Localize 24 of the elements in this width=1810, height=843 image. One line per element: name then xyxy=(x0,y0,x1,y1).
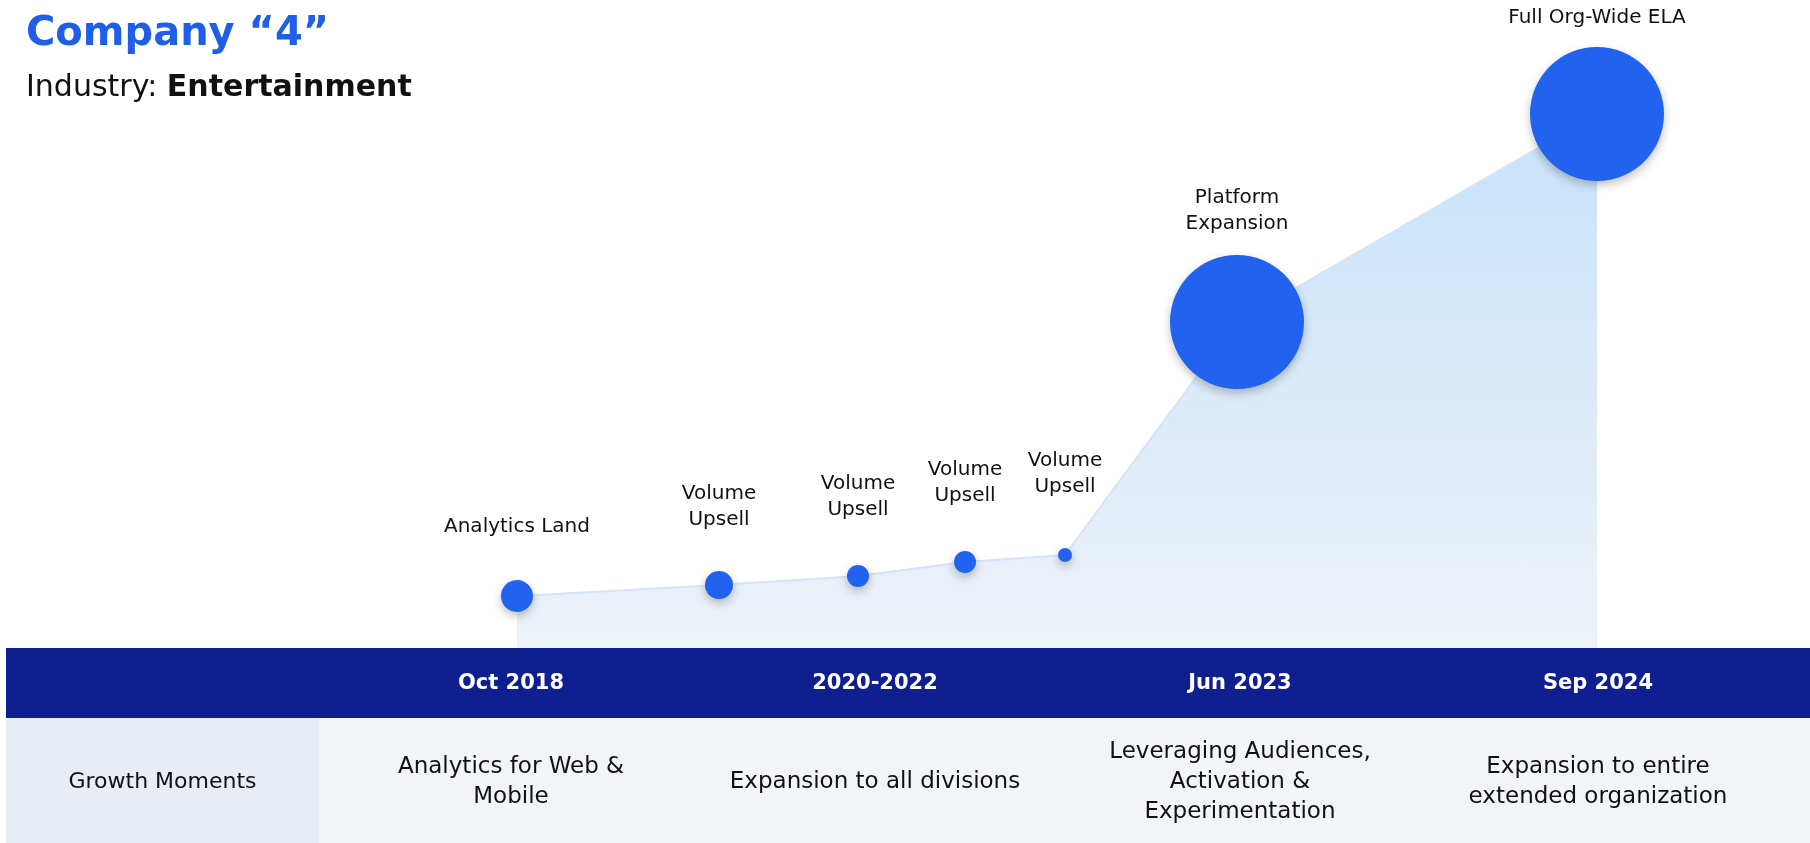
table-cell-text: Expansion to all divisions xyxy=(728,766,1022,796)
column-header: Sep 2024 xyxy=(1542,670,1654,694)
column-header: 2020-2022 xyxy=(812,670,938,694)
milestone-label: Volume Upsell xyxy=(819,469,897,521)
connector-line xyxy=(532,584,706,597)
milestone-label: Volume Upsell xyxy=(680,479,758,531)
table-cell-text: Expansion to entire extended organization xyxy=(1467,751,1729,810)
connector-line xyxy=(731,575,848,586)
table-cell-text: Analytics for Web & Mobile xyxy=(396,751,626,810)
milestone-label: Volume Upsell xyxy=(926,455,1004,507)
milestone-label: Volume Upsell xyxy=(1026,446,1104,498)
connector-line xyxy=(1068,374,1199,551)
subtitle: Industry: Entertainment xyxy=(26,68,412,103)
milestone-label: Platform Expansion xyxy=(1184,183,1290,235)
milestone-label: Full Org-Wide ELA xyxy=(1508,3,1686,29)
connector-line xyxy=(1294,146,1540,290)
title: Company “4” xyxy=(26,8,330,54)
connector-line xyxy=(867,562,956,576)
column-header: Jun 2023 xyxy=(1188,670,1292,694)
row-header: Growth Moments xyxy=(6,718,319,843)
connector-line xyxy=(974,554,1059,563)
milestone-label: Analytics Land xyxy=(444,512,590,538)
column-header: Oct 2018 xyxy=(457,670,565,694)
table-cell-text: Leveraging Audiences, Activation & Experimentation xyxy=(1108,736,1372,825)
